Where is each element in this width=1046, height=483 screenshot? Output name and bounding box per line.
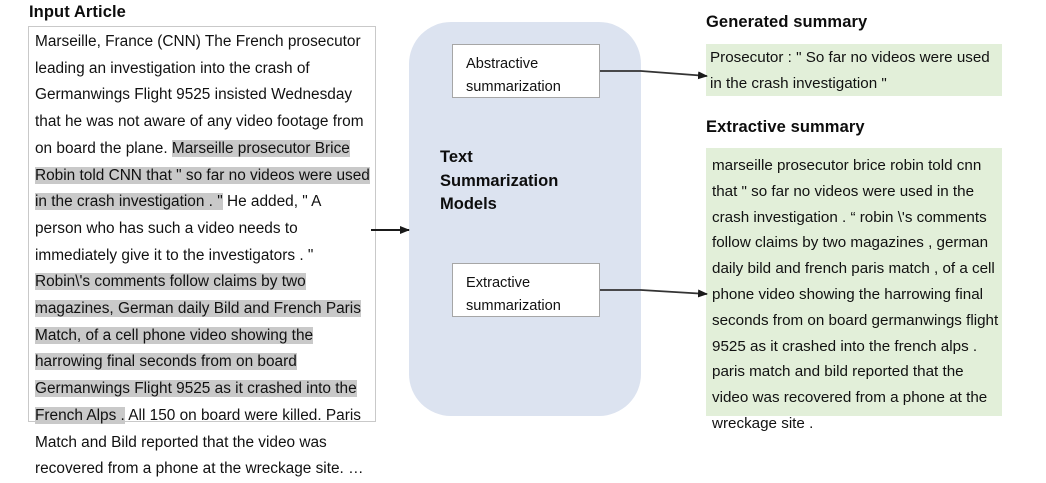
input-article-highlight: Marseille prosecutor Brice Robin told CN… (35, 139, 370, 211)
generated-summary-text: Prosecutor : " So far no videos were use… (710, 49, 990, 92)
abstractive-summarization-box[interactable]: Abstractive summarization (452, 44, 600, 98)
input-article-plain: Marseille, France (CNN) The French prose… (35, 33, 364, 157)
extractive-summary-text: marseille prosecutor brice robin told cn… (712, 157, 999, 432)
extractive-summary-box: marseille prosecutor brice robin told cn… (706, 148, 1002, 432)
input-article-text: Marseille, France (CNN) The French prose… (35, 29, 371, 483)
models-title-line: Summarization (440, 171, 559, 190)
extractive-summary-heading: Extractive summary (706, 118, 865, 136)
models-title-line: Text (440, 148, 473, 166)
input-article-box: Marseille, France (CNN) The French prose… (28, 26, 376, 477)
generated-summary-heading: Generated summary (706, 13, 868, 31)
models-title-line: Models (440, 195, 497, 213)
extractive-summarization-box[interactable]: Extractive summarization (452, 263, 600, 317)
input-article-heading: Input Article (29, 3, 126, 21)
input-article-plain: He added, " A person who has such a vide… (35, 193, 321, 264)
generated-summary-box: Prosecutor : " So far no videos were use… (706, 44, 1002, 96)
input-article-highlight: Robin\'s comments follow claims by two m… (35, 273, 361, 424)
